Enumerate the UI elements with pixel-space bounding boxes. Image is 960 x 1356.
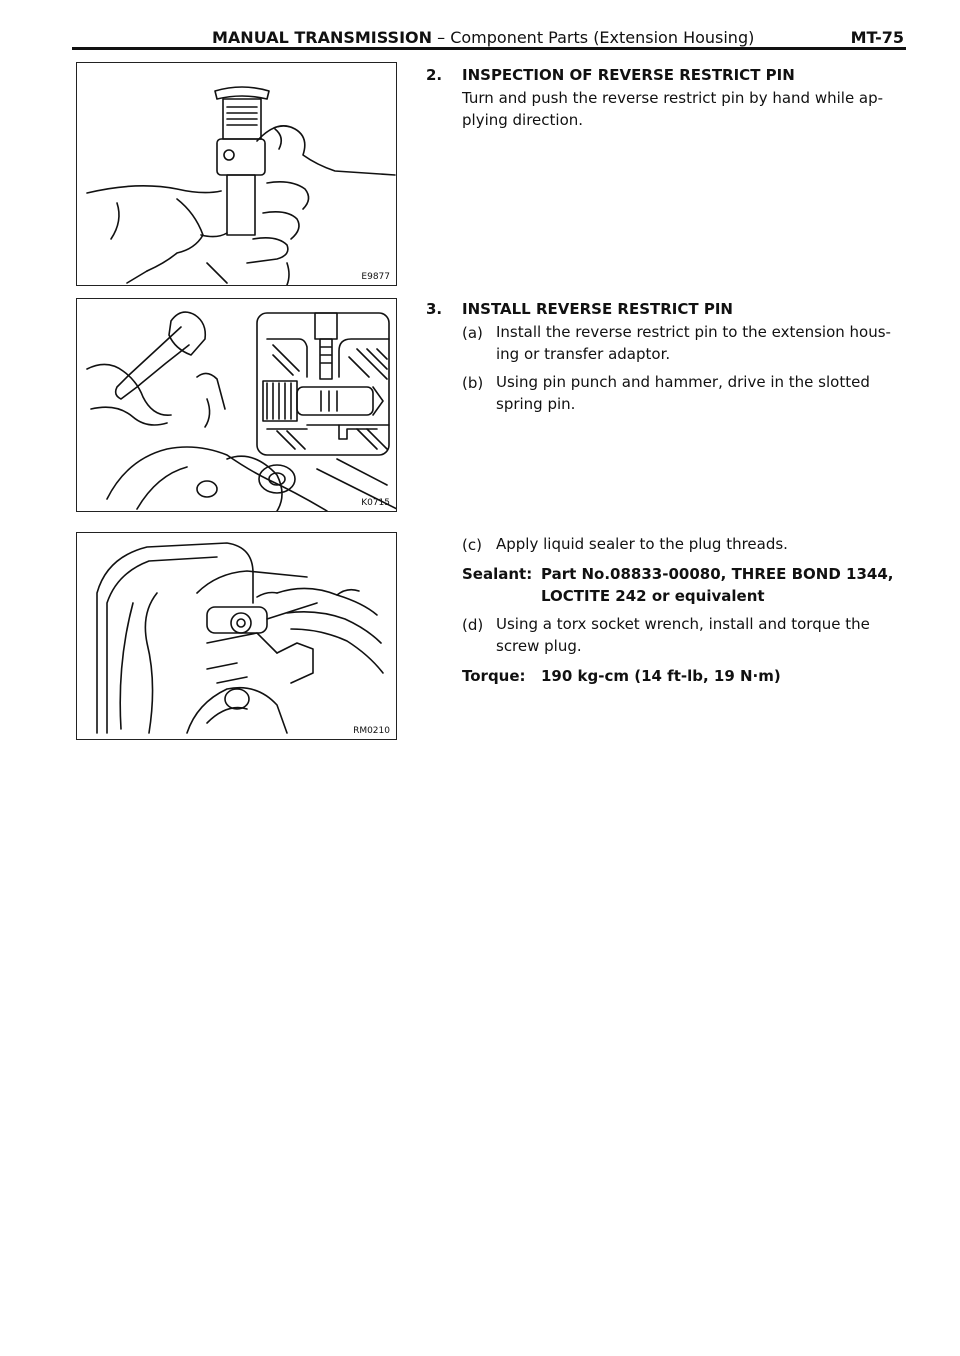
torx-wrench-illustration	[96, 542, 384, 734]
step-3a-line1: Install the reverse restrict pin to the …	[496, 323, 891, 341]
torque-label: Torque:	[462, 667, 526, 685]
step-3d-label: (d)	[462, 616, 484, 634]
page-header: MANUAL TRANSMISSION – Component Parts (E…	[72, 26, 906, 50]
sealant-line1: Part No.08833-00080, THREE BOND 1344,	[541, 565, 894, 583]
hand-pin-illustration	[86, 86, 396, 285]
step-2-body-line1: Turn and push the reverse restrict pin b…	[462, 89, 884, 107]
figure-code: K0715	[361, 498, 390, 508]
sealant-label: Sealant:	[462, 565, 533, 583]
step-3d-line1: Using a torx socket wrench, install and …	[496, 615, 870, 633]
figure-pin-inspection: E9877	[76, 62, 397, 286]
step-3b-line2: spring pin.	[496, 395, 576, 413]
step-3a-label: (a)	[462, 324, 483, 342]
step-3c-label: (c)	[462, 536, 482, 554]
step-2-title: INSPECTION OF REVERSE RESTRICT PIN	[462, 66, 795, 84]
figure-code: E9877	[361, 272, 390, 282]
step-2-number: 2.	[426, 66, 443, 84]
header-subsection: – Component Parts (Extension Housing)	[432, 28, 755, 47]
step-2-body-line2: plying direction.	[462, 111, 584, 129]
page-number: MT-75	[850, 28, 904, 47]
figure-code: RM0210	[353, 726, 390, 736]
sealant-line2: LOCTITE 242 or equivalent	[541, 587, 765, 605]
header-rule	[72, 47, 906, 50]
step-3b-label: (b)	[462, 374, 484, 392]
step-3d-line2: screw plug.	[496, 637, 582, 655]
figure-pin-install: K0715	[76, 298, 397, 512]
torque-value: 190 kg-cm (14 ft-lb, 19 N·m)	[541, 667, 781, 685]
header-section: MANUAL TRANSMISSION	[212, 28, 433, 47]
step-3b-line1: Using pin punch and hammer, drive in the…	[496, 373, 870, 391]
step-3c-line1: Apply liquid sealer to the plug threads.	[496, 535, 788, 553]
figure-screw-plug: RM0210	[76, 532, 397, 740]
step-3-number: 3.	[426, 300, 443, 318]
step-3-title: INSTALL REVERSE RESTRICT PIN	[462, 300, 733, 318]
hammer-punch-illustration	[86, 311, 396, 511]
step-3a-line2: ing or transfer adaptor.	[496, 345, 671, 363]
header-title: MANUAL TRANSMISSION – Component Parts (E…	[212, 28, 754, 47]
